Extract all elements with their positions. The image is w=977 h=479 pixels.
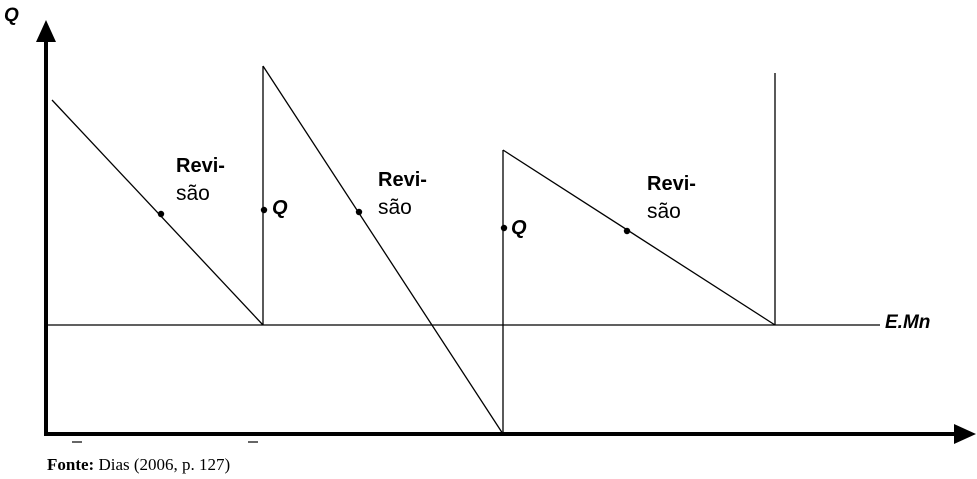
order-point-2 xyxy=(500,224,508,232)
review-label-3-line2: são xyxy=(647,200,681,223)
review-label-1-line1: Revi- xyxy=(176,155,225,177)
x-axis-arrow xyxy=(954,424,976,444)
y-axis-label: Q xyxy=(4,5,19,26)
review-label-1-line2: são xyxy=(176,182,210,205)
review-label-2-line1: Revi- xyxy=(378,169,427,191)
review-point-1 xyxy=(157,210,165,218)
review-label-3: Revi- são xyxy=(647,170,696,226)
source-prefix: Fonte: xyxy=(47,455,95,474)
consumption-line-2 xyxy=(262,65,504,435)
consumption-line-3 xyxy=(502,149,776,326)
source-text: Dias (2006, p. 127) xyxy=(98,455,231,474)
order-quantity-label-1: Q xyxy=(272,197,288,219)
review-point-3 xyxy=(623,227,631,235)
review-point-2 xyxy=(355,208,363,216)
review-label-1: Revi- são xyxy=(176,152,225,208)
review-label-2-line2: são xyxy=(378,196,412,219)
review-label-2: Revi- são xyxy=(378,166,427,222)
order-point-1 xyxy=(260,206,268,214)
source-caption: Fonte: Dias (2006, p. 127) xyxy=(47,455,230,475)
minimum-stock-label: E.Mn xyxy=(885,312,931,333)
y-axis-arrow xyxy=(36,20,56,42)
order-quantity-label-2: Q xyxy=(511,217,527,239)
consumption-line-1 xyxy=(51,99,264,326)
review-label-3-line1: Revi- xyxy=(647,173,696,195)
